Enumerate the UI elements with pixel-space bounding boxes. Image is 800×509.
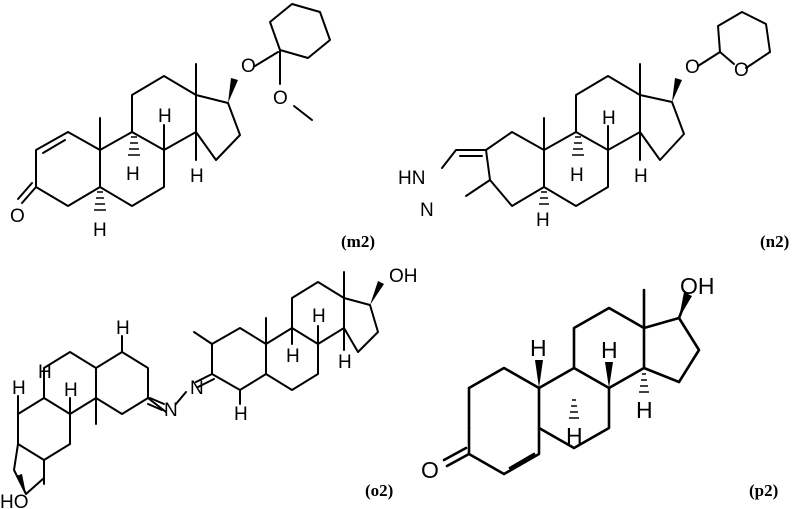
atom-h14-n2: H bbox=[634, 166, 648, 187]
wedge-17-m2 bbox=[228, 78, 238, 103]
atom-ho-left-o2: HO bbox=[0, 492, 29, 509]
atom-o-ketone-m2: O bbox=[10, 206, 25, 227]
wedge-17-p2 bbox=[679, 292, 692, 318]
left-cn-o2 bbox=[147, 397, 165, 411]
atom-o-ether-n2: O bbox=[685, 57, 700, 78]
atom-h5-n2: H bbox=[536, 210, 550, 231]
atom-o-methoxy-m2: O bbox=[273, 88, 288, 109]
hash-h9-p2 bbox=[569, 399, 579, 419]
right-ring-d-o2 bbox=[343, 297, 379, 353]
label-m2: (m2) bbox=[341, 232, 375, 251]
atom-oh-p2: OH bbox=[680, 273, 715, 299]
ring-c-n2 bbox=[575, 75, 641, 151]
carbonyl-m2 bbox=[17, 182, 37, 204]
label-p2: (p2) bbox=[749, 481, 778, 500]
hash-5-n2 bbox=[539, 191, 549, 205]
left-wedge-17-o2 bbox=[16, 474, 26, 494]
right-methyl-2-o2 bbox=[193, 331, 213, 345]
atom-h-l14-o2: H bbox=[12, 378, 26, 399]
ring-c-p2 bbox=[572, 306, 646, 390]
label-o2: (o2) bbox=[365, 481, 393, 500]
ether-bond-m2 bbox=[254, 51, 279, 67]
atom-h-r5-o2: H bbox=[234, 404, 248, 425]
left-h-bonds-o2 bbox=[17, 335, 123, 415]
label-n2: (n2) bbox=[760, 232, 789, 251]
ring-b-p2 bbox=[537, 366, 611, 450]
wedge-h10-p2 bbox=[535, 360, 543, 388]
ring-d-n2 bbox=[639, 94, 685, 161]
atom-h8-n2: H bbox=[602, 108, 616, 129]
hash-5-m2 bbox=[94, 191, 106, 211]
right-ring-b-o2 bbox=[265, 327, 319, 391]
right-ring-c-o2 bbox=[291, 281, 345, 345]
ring-b-n2 bbox=[543, 131, 609, 207]
atom-h10-p2: H bbox=[530, 335, 547, 361]
pyran-ring-n2 bbox=[717, 11, 771, 69]
atom-o-ether-m2: O bbox=[241, 56, 256, 77]
double-bond-m2 bbox=[42, 139, 66, 154]
left-ring-a-o2 bbox=[95, 351, 149, 415]
right-cn-o2 bbox=[195, 373, 215, 388]
ether-bond-n2 bbox=[697, 51, 721, 67]
atom-h-l8-o2: H bbox=[38, 362, 52, 383]
azine-nn-o2 bbox=[175, 391, 187, 405]
pyran-close-n2 bbox=[719, 51, 735, 65]
right-h-bonds-o2 bbox=[239, 325, 345, 405]
structure-o2: OH HO N N H H H H H H H H bbox=[0, 266, 418, 509]
atom-h-l9-o2: H bbox=[64, 380, 78, 401]
hash-9-n2 bbox=[572, 136, 584, 156]
left-methyl-2-o2 bbox=[147, 397, 167, 413]
atom-h14-p2: H bbox=[636, 397, 653, 423]
structure-n2: HN N O O H H H H bbox=[398, 11, 771, 231]
left-ring-c-o2 bbox=[17, 397, 71, 461]
cyclohexane-m2 bbox=[269, 3, 331, 59]
hash-9-m2 bbox=[128, 136, 140, 156]
atom-h9-p2: H bbox=[566, 423, 583, 449]
atom-h8-m2: H bbox=[158, 106, 172, 127]
ring-b-m2 bbox=[99, 131, 165, 207]
right-ring-a-o2 bbox=[211, 327, 267, 391]
right-wedge-17-o2 bbox=[370, 281, 384, 305]
structure-p2: O OH H H H H bbox=[421, 273, 715, 483]
double-bond-4-5-p2 bbox=[508, 452, 536, 470]
ring-d-p2 bbox=[642, 316, 701, 384]
atom-o-ketone-p2: O bbox=[421, 457, 439, 483]
wedge-17-n2 bbox=[672, 78, 682, 102]
atom-h-r9-o2: H bbox=[286, 346, 300, 367]
ring-a-n2 bbox=[485, 131, 545, 207]
atom-h8-p2: H bbox=[601, 337, 618, 363]
atom-h14-m2: H bbox=[190, 166, 204, 187]
structure-m2: O O O H H H H bbox=[10, 3, 331, 241]
atom-h9-n2: H bbox=[570, 165, 584, 186]
hash-h14-p2 bbox=[639, 373, 649, 393]
carbonyl-p2 bbox=[442, 446, 471, 468]
atom-h5-m2: H bbox=[93, 220, 107, 241]
atom-n-left-o2: N bbox=[164, 400, 178, 421]
atom-h-l5-o2: H bbox=[116, 318, 130, 339]
atom-oh-right-o2: OH bbox=[389, 266, 418, 287]
ring-d-m2 bbox=[195, 94, 241, 161]
atom-n-n2: N bbox=[420, 200, 434, 221]
ring-a-m2 bbox=[35, 131, 101, 207]
atom-o-ring-n2: O bbox=[734, 60, 749, 81]
atom-h9-m2: H bbox=[126, 164, 140, 185]
ring-c-m2 bbox=[131, 75, 197, 151]
atom-h-r14-o2: H bbox=[338, 352, 352, 373]
wedge-h8-p2 bbox=[605, 362, 613, 388]
atom-h-r8-o2: H bbox=[312, 306, 326, 327]
methyl-methoxy-m2 bbox=[293, 105, 313, 121]
atom-hn-n2: HN bbox=[398, 168, 425, 189]
atom-n-right-o2: N bbox=[190, 378, 204, 399]
